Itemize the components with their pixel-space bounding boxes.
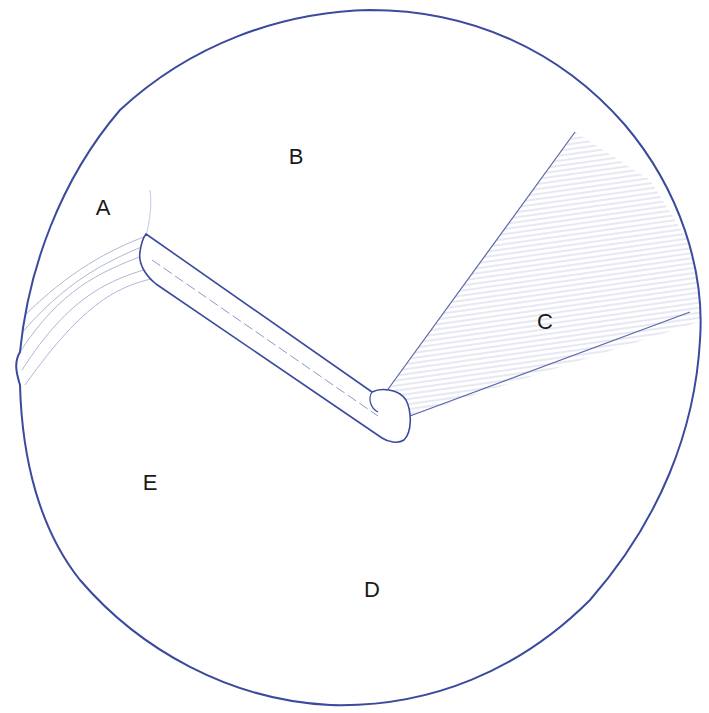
outer-outline (16, 10, 700, 705)
region-label: C (537, 311, 553, 333)
elongated-structure (140, 234, 411, 442)
region-label: E (143, 472, 158, 494)
region-boundary (386, 132, 575, 392)
structure-tip (370, 392, 378, 412)
striated-region (386, 132, 705, 416)
region-boundary (410, 312, 690, 416)
region-label: D (364, 579, 380, 601)
region-label: A (96, 197, 111, 219)
region-boundary (146, 190, 151, 236)
region-label: B (289, 146, 304, 168)
structure-inner-line (152, 260, 378, 416)
fibre-band (20, 236, 155, 385)
